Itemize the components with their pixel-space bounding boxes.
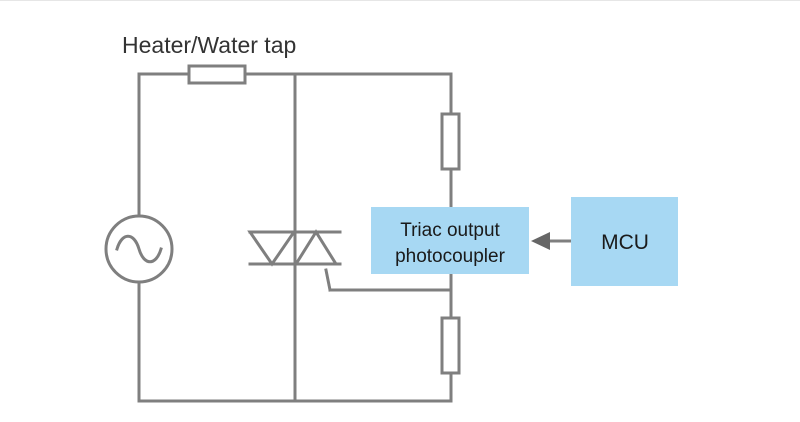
mcu-box: MCU — [571, 197, 678, 286]
load-resistor-icon — [187, 64, 247, 85]
ac-source-icon — [104, 214, 174, 284]
photocoupler-box: Triac output photocoupler — [371, 207, 529, 274]
photocoupler-label-line1: Triac output — [400, 220, 500, 241]
wiring — [137, 72, 453, 403]
mcu-label: MCU — [601, 231, 649, 254]
top-border — [0, 0, 800, 1]
load-label: Heater/Water tap — [122, 32, 296, 58]
photocoupler-label-line2: photocoupler — [395, 246, 506, 267]
upper-resistor-icon — [440, 112, 461, 171]
triac-icon — [247, 229, 342, 267]
arrow-left-icon — [531, 232, 573, 250]
lower-resistor-icon — [440, 316, 461, 375]
